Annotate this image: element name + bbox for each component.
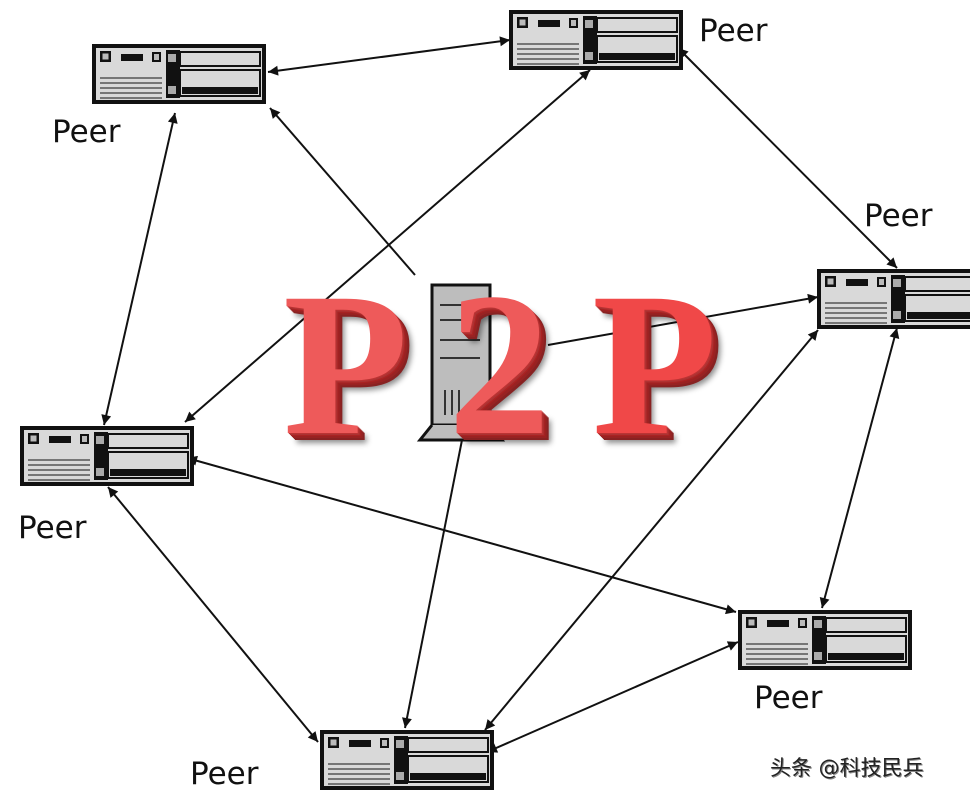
peer-label-6: Peer: [190, 756, 259, 792]
peer-label-1: Peer: [52, 114, 121, 150]
peer-computer-icon-5: [738, 610, 912, 670]
title-letter-p2: P: [592, 251, 718, 478]
link-peer1-peer4: [101, 112, 178, 426]
peer-computer-icon-4: [20, 426, 194, 486]
title-letter-2: 2: [448, 251, 551, 478]
peer-computer-icon-1: [92, 44, 266, 104]
peer-computer-icon-6: [320, 730, 494, 790]
link-peer4-peer5: [186, 455, 737, 615]
link-peer1-peer2: [267, 36, 511, 76]
peer-label-2: Peer: [699, 13, 768, 49]
watermark: 头条 @科技民兵: [770, 756, 924, 780]
link-peer3-peer5: [819, 327, 900, 609]
link-peer4-peer2: [184, 69, 591, 423]
peer-label-3: Peer: [864, 198, 933, 234]
link-peer4-peer6: [107, 486, 319, 743]
link-server-peer3: [547, 293, 819, 346]
link-server-peer6: [402, 439, 463, 729]
central-server-icon: [416, 283, 506, 442]
link-peer5-peer6: [486, 641, 739, 753]
peer-computer-icon-3: [817, 269, 970, 329]
link-peer2-peer3: [677, 47, 898, 269]
peer-label-4: Peer: [18, 510, 87, 546]
peer-label-5: Peer: [754, 680, 823, 716]
peer-computer-icon-2: [509, 10, 683, 70]
title-letter-p1: P: [283, 251, 409, 478]
link-server-peer1: [269, 107, 416, 276]
